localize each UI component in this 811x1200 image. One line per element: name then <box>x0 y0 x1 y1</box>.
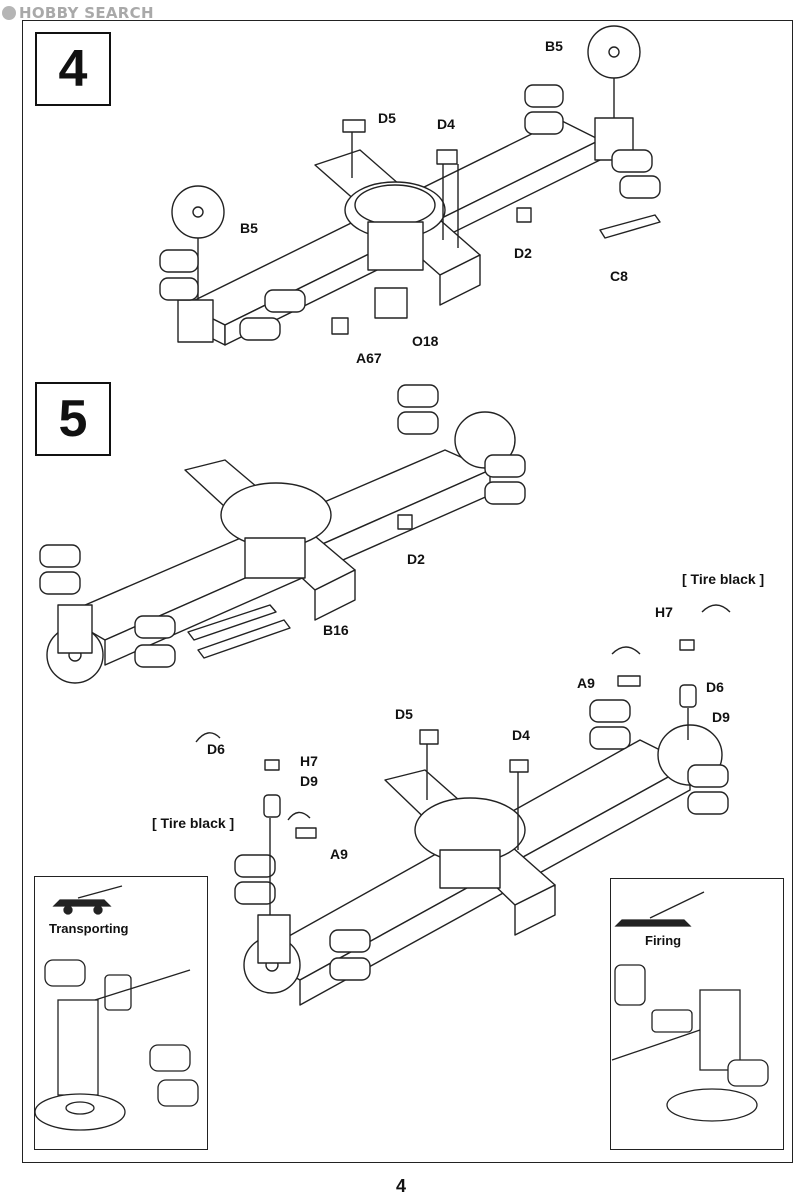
step-4-number-box: 4 <box>35 32 111 106</box>
callout-d5: D5 <box>378 110 396 126</box>
callout-d6-left: D6 <box>207 741 225 757</box>
callout-d6-right: D6 <box>706 679 724 695</box>
step-5-number-box: 5 <box>35 382 111 456</box>
callout-b16: B16 <box>323 622 349 638</box>
instruction-frame <box>22 20 793 1163</box>
callout-a9-right: A9 <box>577 675 595 691</box>
transporting-inset: Transporting <box>34 876 208 1150</box>
callout-d2: D2 <box>514 245 532 261</box>
callout-a67: A67 <box>356 350 382 366</box>
callout-d9-left: D9 <box>300 773 318 789</box>
callout-h7-left: H7 <box>300 753 318 769</box>
hobby-search-watermark: HOBBY SEARCH <box>2 4 154 22</box>
tire-black-note-left: [ Tire black ] <box>152 815 235 831</box>
firing-label: Firing <box>645 933 682 948</box>
callout-d2-step5: D2 <box>407 551 425 567</box>
step-4-number: 4 <box>58 40 88 98</box>
step5-lower-chassis-drawing <box>195 604 731 1006</box>
callout-c8: C8 <box>610 268 628 284</box>
callout-b5-left: B5 <box>240 220 258 236</box>
callout-a9-left: A9 <box>330 846 348 862</box>
step5-upper-chassis-drawing <box>39 384 526 684</box>
step-5-number: 5 <box>58 390 88 448</box>
callout-d5-step5: D5 <box>395 706 413 722</box>
tire-black-note-right: [ Tire black ] <box>682 571 765 587</box>
callout-b5-right: B5 <box>545 38 563 54</box>
callout-o18: O18 <box>412 333 439 349</box>
page-number: 4 <box>396 1176 407 1196</box>
watermark-logo-icon <box>2 6 16 20</box>
transporting-label: Transporting <box>49 921 129 936</box>
step4-chassis-drawing <box>159 25 661 346</box>
watermark-text: HOBBY SEARCH <box>19 4 154 22</box>
callout-d9-right: D9 <box>712 709 730 725</box>
callout-h7-right: H7 <box>655 604 673 620</box>
callout-d4-step5: D4 <box>512 727 530 743</box>
firing-inset: Firing <box>610 878 784 1150</box>
callout-d4: D4 <box>437 116 455 132</box>
